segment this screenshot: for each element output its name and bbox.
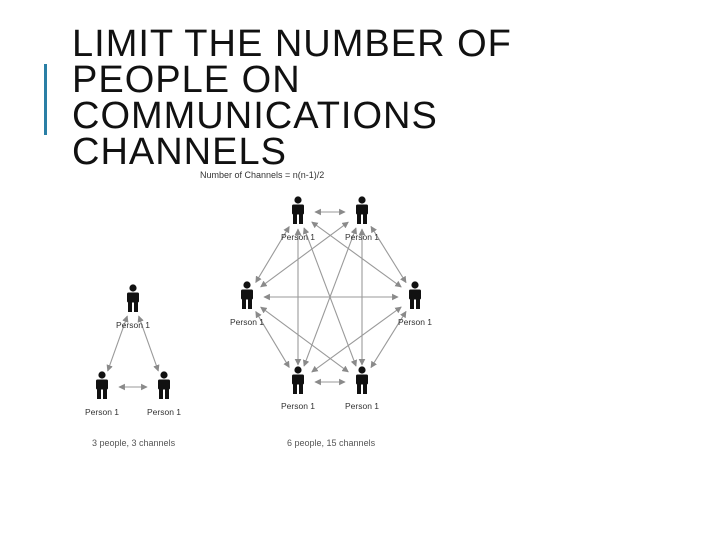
channel-arrow xyxy=(370,225,407,284)
title-accent-bar xyxy=(44,64,47,135)
person-label: Person 1 xyxy=(147,407,181,417)
title-line: PEOPLE ON xyxy=(72,59,301,101)
people-icons xyxy=(96,196,421,399)
person-label: Person 1 xyxy=(398,317,432,327)
channel-arrow xyxy=(260,306,349,373)
large-network-caption: 6 people, 15 channels xyxy=(287,438,376,448)
slide-title: LIMIT THE NUMBER OF PEOPLE ON COMMUNICAT… xyxy=(72,23,592,173)
person-labels: Person 1 Person 1 Person 1 Person 1 Person 1… xyxy=(85,232,432,417)
channel-arrow xyxy=(137,315,160,372)
title-line: LIMIT THE NUMBER OF xyxy=(72,23,512,65)
large-network-channels xyxy=(255,208,407,386)
person-label: Person 1 xyxy=(281,401,315,411)
channel-arrow xyxy=(311,306,402,373)
person-icon xyxy=(158,371,170,399)
person-label: Person 1 xyxy=(345,401,379,411)
title-line: COMMUNICATIONS xyxy=(72,95,438,137)
person-icon xyxy=(241,281,253,309)
person-label: Person 1 xyxy=(116,320,150,330)
person-icon xyxy=(96,371,108,399)
channel-arrow xyxy=(370,310,407,369)
small-network-caption: 3 people, 3 channels xyxy=(92,438,176,448)
channel-arrow xyxy=(106,315,129,372)
person-icon xyxy=(409,281,421,309)
channel-formula: Number of Channels = n(n-1)/2 xyxy=(200,170,324,180)
person-icon xyxy=(356,366,368,394)
person-label: Person 1 xyxy=(85,407,119,417)
person-label: Person 1 xyxy=(230,317,264,327)
person-icon xyxy=(292,196,304,224)
title-line: CHANNELS xyxy=(72,131,287,173)
person-label: Person 1 xyxy=(345,232,379,242)
small-network-channels xyxy=(106,315,160,391)
person-label: Person 1 xyxy=(281,232,315,242)
person-icon xyxy=(356,196,368,224)
person-icon xyxy=(292,366,304,394)
person-icon xyxy=(127,284,139,312)
